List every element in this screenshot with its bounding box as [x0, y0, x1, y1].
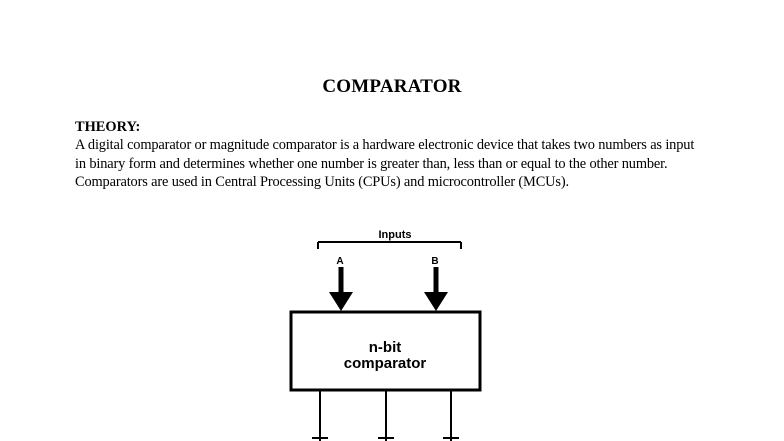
input-a-arrow: [329, 267, 353, 311]
inputs-label: Inputs: [379, 229, 412, 241]
theory-heading: THEORY:: [75, 119, 141, 135]
theory-section: THEORY: A digital comparator or magnitud…: [75, 118, 705, 192]
comparator-block: [289, 310, 482, 392]
theory-paragraph: A digital comparator or magnitude compar…: [75, 137, 695, 191]
input-b-arrow: [424, 267, 448, 311]
page-title: COMPARATOR: [322, 76, 462, 97]
block-label-line1: n-bit: [369, 339, 401, 356]
output-line-1: [312, 391, 328, 441]
inputs-bracket: [317, 241, 462, 249]
block-label-line2: comparator: [344, 355, 427, 372]
input-a-label: A: [336, 256, 343, 267]
input-b-label: B: [431, 256, 438, 267]
output-line-2: [378, 391, 394, 441]
output-line-3: [443, 391, 459, 441]
